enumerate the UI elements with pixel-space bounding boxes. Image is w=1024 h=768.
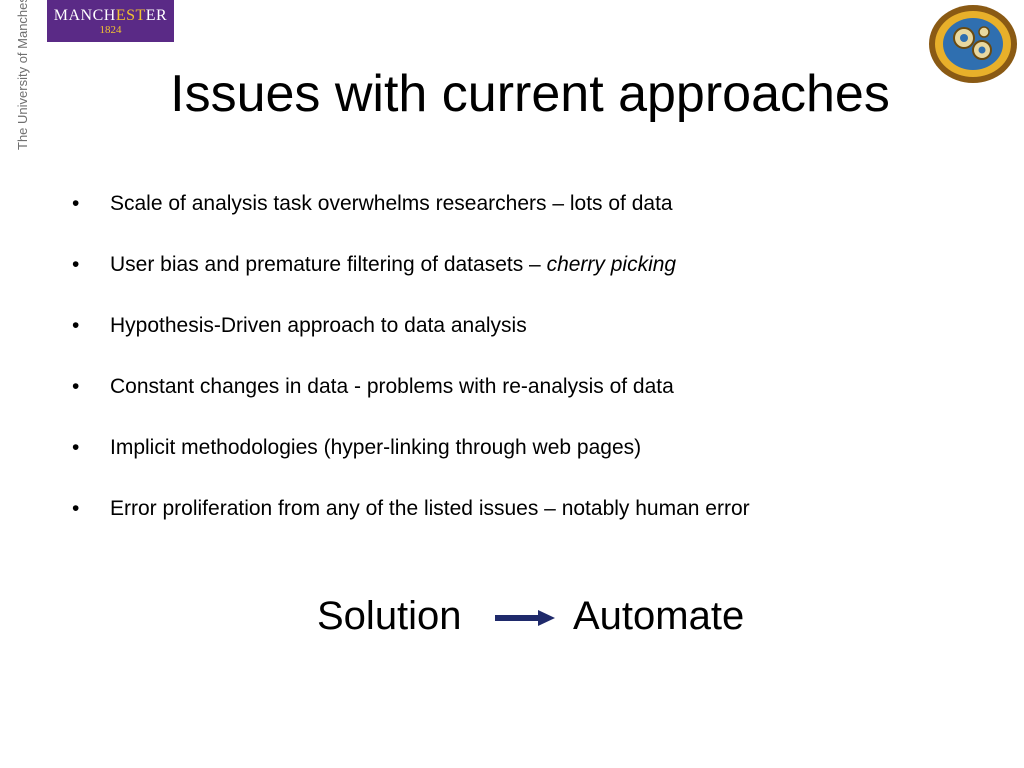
automate-label: Automate — [573, 594, 745, 638]
gears-icon — [929, 5, 1017, 83]
page-title: Issues with current approaches — [170, 65, 890, 123]
bullet-dot: • — [72, 314, 80, 337]
list-item: • User bias and premature filtering of d… — [72, 247, 972, 308]
logo-year: 1824 — [99, 24, 122, 36]
bullet-text: Constant changes in data - problems with… — [110, 375, 674, 398]
bullet-text: Scale of analysis task overwhelms resear… — [110, 192, 673, 215]
bullet-italic-text: cherry picking — [546, 253, 677, 276]
list-item: • Constant changes in data - problems wi… — [72, 369, 972, 430]
bullet-dot: • — [72, 253, 80, 276]
list-item: • Implicit methodologies (hyper-linking … — [72, 430, 972, 491]
solution-label: Solution — [317, 594, 462, 638]
bullet-text: Implicit methodologies (hyper-linking th… — [110, 436, 642, 459]
right-arrow-icon — [495, 610, 555, 626]
bullet-dot: • — [72, 192, 80, 215]
bullet-dot: • — [72, 436, 80, 459]
bullet-list: • Scale of analysis task overwhelms rese… — [72, 186, 972, 552]
logo-name: MANCHESTER — [53, 7, 168, 24]
manchester-logo: MANCHESTER 1824 — [47, 0, 174, 42]
bullet-dot: • — [72, 497, 80, 520]
bullet-text: Error proliferation from any of the list… — [110, 497, 750, 520]
bullet-dot: • — [72, 375, 80, 398]
bullet-text: User bias and premature filtering of dat… — [110, 253, 547, 276]
list-item: • Hypothesis-Driven approach to data ana… — [72, 308, 972, 369]
list-item: • Error proliferation from any of the li… — [72, 491, 972, 552]
bullet-text: Hypothesis-Driven approach to data analy… — [110, 314, 527, 337]
list-item: • Scale of analysis task overwhelms rese… — [72, 186, 972, 247]
